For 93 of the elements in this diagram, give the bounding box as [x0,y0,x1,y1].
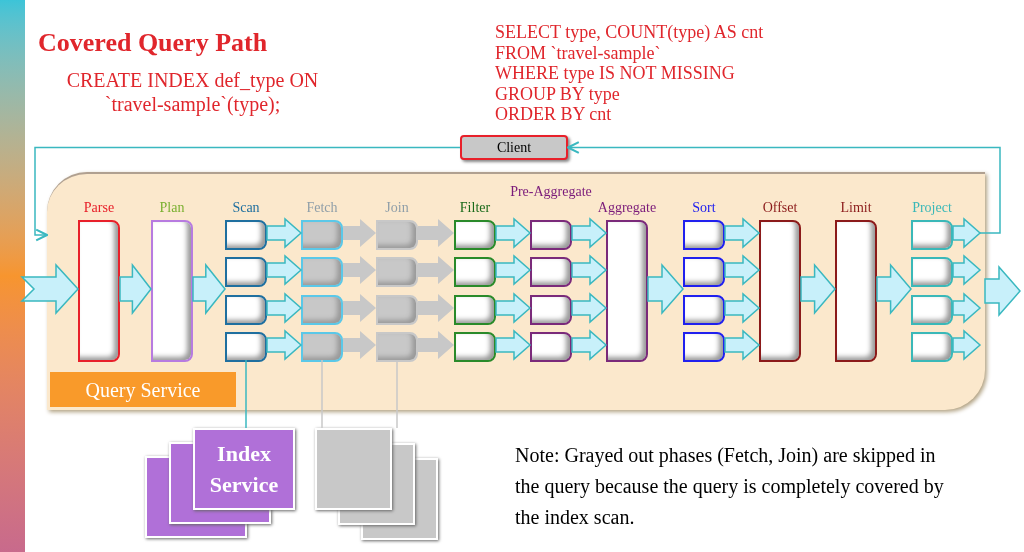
process-box [454,220,496,250]
process-box [683,257,725,287]
phase-label: Plan [158,199,186,217]
connector-line [34,146,461,242]
code-text: CREATE INDEX def_type ON `travel-sample`(type); [65,68,320,116]
process-box [454,257,496,287]
process-box [225,257,267,287]
block-arrow [495,329,532,361]
phase-label: Pre-Aggregate [509,183,593,201]
phase-label: Parse [82,199,116,217]
phase-label: Fetch [305,199,339,217]
process-box [683,295,725,325]
code-line: FROM `travel-sample` [495,42,661,63]
block-arrow [495,254,532,286]
block-arrow [724,329,761,361]
phase-label: Filter [458,199,492,217]
process-box [911,220,953,250]
process-box [301,295,343,325]
process-box [683,220,725,250]
block-arrow [418,219,454,247]
process-box [225,220,267,250]
process-box [301,220,343,250]
process-box [376,295,418,325]
block-arrow [724,254,761,286]
block-arrow [418,256,454,284]
process-box [911,295,953,325]
phase-label: Offset [761,199,799,217]
block-arrow [571,254,608,286]
block-arrow [952,292,982,324]
process-box [376,332,418,362]
block-arrow [800,262,836,316]
process-box [301,257,343,287]
block-arrow [876,262,912,316]
process-box [376,220,418,250]
client-box: Client [460,135,568,160]
process-box [911,332,953,362]
process-box [683,332,725,362]
phase-label: Limit [839,199,873,217]
process-box [301,332,343,362]
block-arrow [495,292,532,324]
title: Covered Query Path [38,27,268,59]
block-arrow [724,217,761,249]
block-arrow [724,292,761,324]
phase-label: Project [911,199,953,217]
phase-label: Sort [691,199,717,217]
block-arrow [266,329,303,361]
phase-label: Aggregate [596,199,658,217]
block-arrow [343,294,376,322]
block-arrow [20,263,79,315]
process-box [530,257,572,287]
connector-line [567,141,1001,234]
code-line: ORDER BY cnt [495,104,612,125]
process-box [911,257,953,287]
block-arrow [647,263,684,315]
phase-label: Join [384,199,410,217]
service-tag: Query Service [50,372,236,407]
block-arrow [343,331,376,359]
block-arrow [571,217,608,249]
block-arrow [343,219,376,247]
block-arrow [952,217,982,249]
connector-line [396,359,398,429]
code-line: GROUP BY type [495,83,620,104]
connector-line [245,359,247,429]
block-arrow [266,254,303,286]
block-arrow [571,292,608,324]
block-arrow [418,294,454,322]
block-arrow [418,331,454,359]
process-box [530,332,572,362]
block-arrow [952,254,982,286]
connector-line [321,359,323,429]
block-arrow [343,256,376,284]
service-name: Index Service [208,440,280,499]
process-box [454,295,496,325]
note-text: Note: Grayed out phases (Fetch, Join) are skipped in the query because the query is completely covered by the index scan. [515,443,945,530]
process-box [225,295,267,325]
block-arrow [266,292,303,324]
block-arrow [192,262,226,316]
block-arrow [266,217,303,249]
block-arrow [571,329,608,361]
process-box [225,332,267,362]
code-line: WHERE type IS NOT MISSING [495,63,735,84]
block-arrow [495,217,532,249]
phase-label: Scan [231,199,261,217]
service-panel [47,172,985,410]
block-arrow [119,262,152,316]
block-arrow [952,329,982,361]
block-arrow [984,265,1021,317]
process-box [454,332,496,362]
process-box [530,220,572,250]
process-box [530,295,572,325]
process-box [376,257,418,287]
side-bar [0,0,25,552]
code-line: SELECT type, COUNT(type) AS cnt [495,22,764,42]
